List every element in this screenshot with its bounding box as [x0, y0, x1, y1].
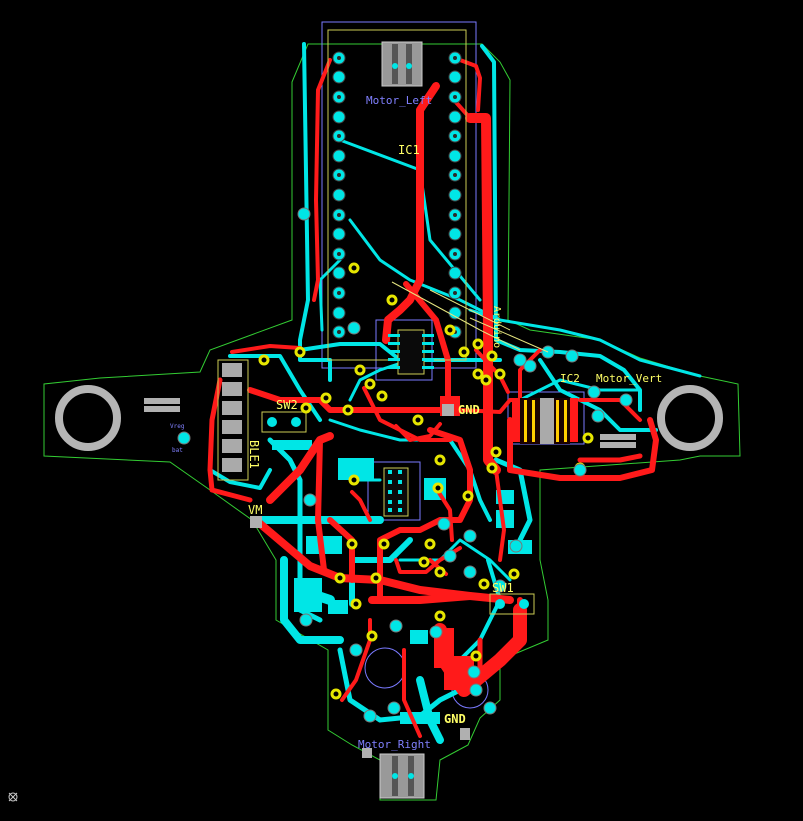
label-small-b: bat: [172, 447, 183, 454]
ble1-header: [217, 359, 249, 481]
through-hole-pads: [177, 207, 633, 723]
vias: [258, 262, 594, 700]
label-ic1: IC1: [398, 143, 420, 157]
label-motor-right: Motor_Right: [358, 738, 431, 751]
smd-chip-center-top: [388, 329, 434, 375]
sw1-silkscreen: [489, 593, 535, 615]
bottom-copper-traces: [208, 42, 702, 744]
label-motor-left: Motor_Left: [366, 94, 432, 107]
motor-right-connector: [379, 753, 425, 799]
label-sw2: SW2: [276, 398, 298, 412]
ic2-driver-chip: [520, 398, 570, 444]
airwires: [391, 281, 549, 353]
label-arduino: Arduino: [491, 306, 502, 348]
label-small-a: Vreg: [170, 423, 185, 430]
target-icon[interactable]: [8, 792, 18, 802]
mounting-hole-right: [657, 385, 723, 451]
label-gnd-top: GND: [458, 403, 480, 417]
mounting-hole-left: [55, 385, 121, 451]
label-gnd-bottom: GND: [444, 712, 466, 726]
small-components: [144, 398, 636, 758]
ic1-left-pins: [332, 51, 346, 339]
ic1-right-pins: [448, 51, 462, 339]
sw2-silkscreen: [261, 411, 307, 433]
ic1-pin-holes: [337, 56, 457, 334]
motor-left-connector: [381, 41, 423, 87]
label-ic2: IC2: [560, 372, 580, 385]
label-ble1: BLE1: [247, 440, 261, 469]
smd-chip-center: [383, 467, 409, 517]
label-motor-vert: Motor_Vert: [596, 372, 662, 385]
labels: Motor_Left IC1 SW2 BLE1 VM GND IC2 Motor…: [170, 94, 662, 751]
label-sw1: SW1: [492, 581, 514, 595]
label-vm: VM: [248, 503, 262, 517]
